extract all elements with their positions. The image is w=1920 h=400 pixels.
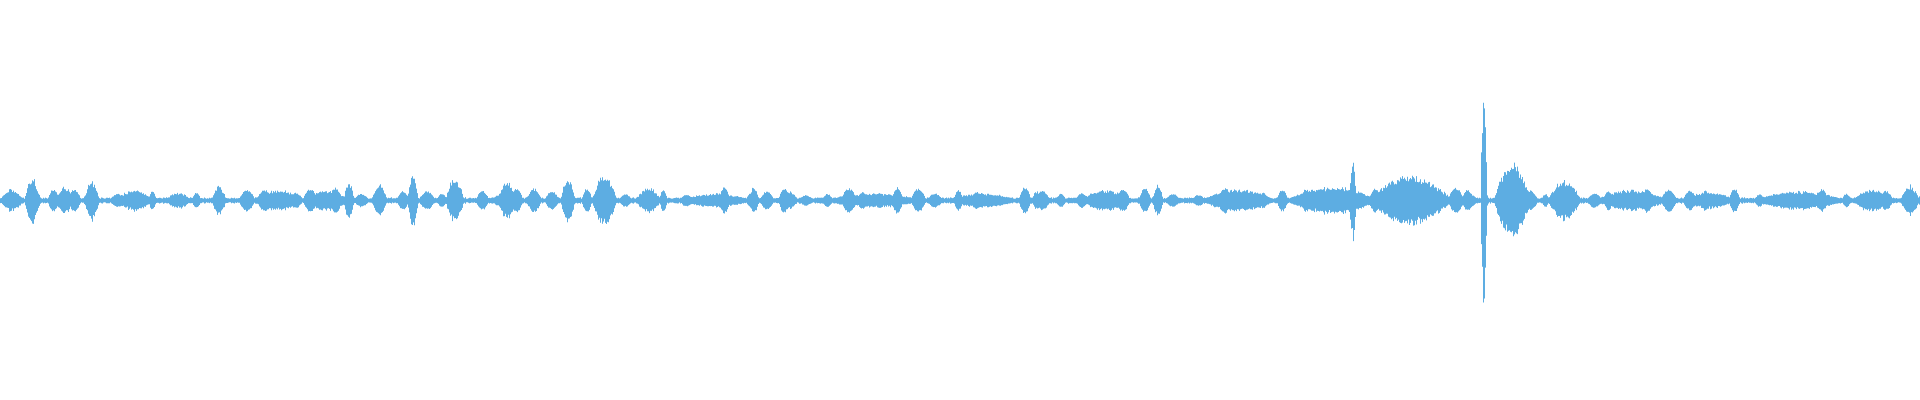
waveform-bars [0, 102, 1920, 303]
